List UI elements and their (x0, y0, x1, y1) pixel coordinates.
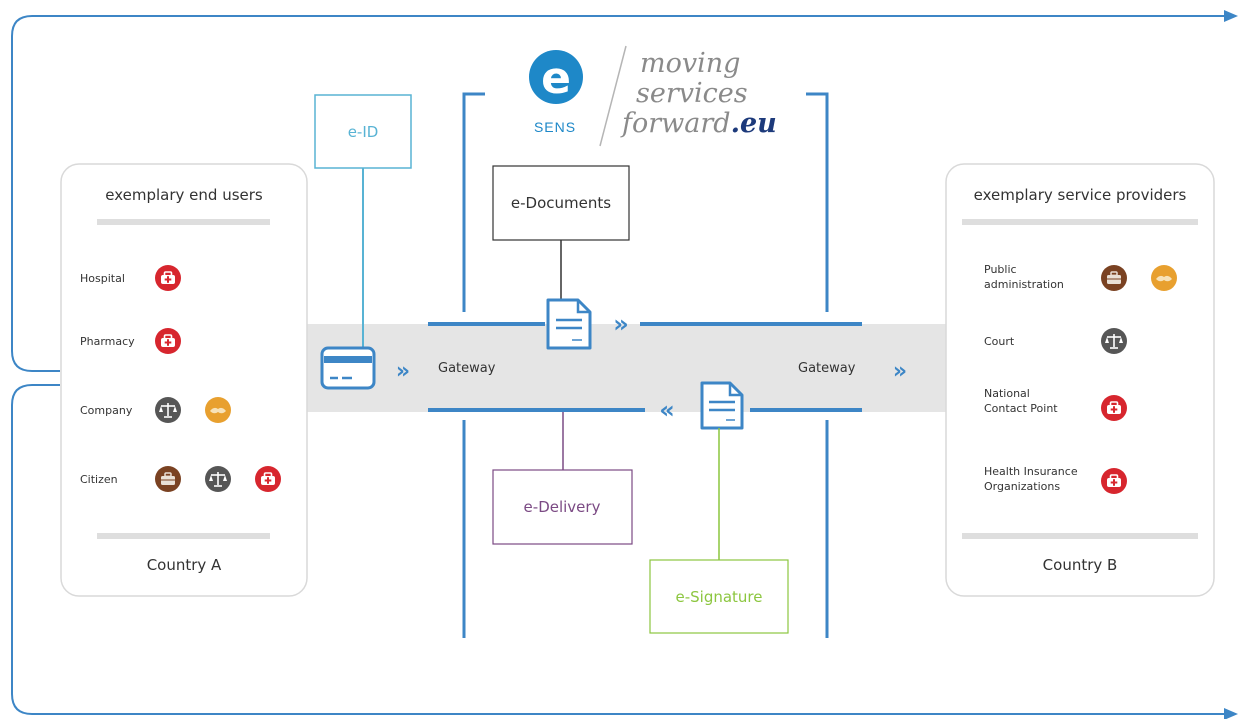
edocuments-box (492, 165, 630, 241)
service-providers-country: Country B (1043, 556, 1118, 574)
bottom-flow-line (11, 384, 1226, 715)
tagline-forward: forward (620, 108, 731, 139)
end-users-panel: exemplary end users Hospital Pharmacy Co… (60, 163, 308, 597)
health-icon (254, 465, 282, 493)
justice-scale-icon (1100, 327, 1128, 355)
service-providers-title: exemplary service providers (974, 186, 1187, 204)
tagline-eu: .eu (731, 108, 777, 139)
end-user-label: Hospital (80, 272, 125, 285)
esignature-box (649, 559, 789, 634)
gateway-right-label: Gateway (798, 361, 856, 376)
left-bracket-top (462, 92, 485, 312)
end-user-label: Company (80, 404, 133, 417)
service-provider-label: administration (984, 278, 1064, 291)
gateway-left-label: Gateway (438, 361, 496, 376)
end-users-country: Country A (147, 556, 222, 574)
edocuments-label: e-Documents (511, 194, 611, 212)
service-providers-panel: exemplary service providers Public admin… (945, 163, 1215, 597)
service-provider-label: Health Insurance (984, 465, 1078, 478)
health-icon (154, 264, 182, 292)
chevron-right-icon-3: » (613, 310, 629, 338)
health-icon (1100, 467, 1128, 495)
justice-scale-icon (204, 465, 232, 493)
logo-brand: SENS (534, 119, 576, 135)
health-icon (154, 327, 182, 355)
bottom-flow-arrowhead (1224, 708, 1238, 719)
service-provider-label: Public (984, 263, 1017, 276)
top-flow-arrowhead (1224, 10, 1238, 22)
service-provider-label: National (984, 387, 1030, 400)
health-icon (1100, 394, 1128, 422)
document-icon-inbound (700, 381, 744, 430)
eid-label: e-ID (348, 123, 379, 141)
edelivery-label: e-Delivery (524, 498, 601, 516)
logo-mark (529, 50, 583, 104)
chevron-right-icon-2: » (893, 359, 907, 384)
end-user-label: Citizen (80, 473, 118, 486)
logo-divider (599, 45, 627, 147)
service-providers-card (945, 163, 1215, 597)
gateway-band (300, 324, 976, 412)
end-users-title: exemplary end users (105, 186, 263, 204)
chevron-left-icon: « (659, 396, 675, 424)
esens-logo: e SENS moving services forward.eu (529, 45, 777, 147)
top-flow-line (11, 15, 1226, 372)
justice-scale-icon (154, 396, 182, 424)
tagline-line-3: forward.eu (620, 108, 777, 139)
document-icon-outbound (546, 298, 592, 350)
logo-mark-letter: e (541, 53, 571, 104)
tagline-line-1: moving (640, 48, 740, 79)
briefcase-icon (1100, 264, 1128, 292)
tagline-line-2: services (636, 78, 748, 109)
briefcase-icon (154, 465, 182, 493)
handshake-icon (1151, 265, 1177, 291)
id-card-icon (320, 346, 376, 390)
service-provider-label: Contact Point (984, 402, 1058, 415)
service-provider-label: Organizations (984, 480, 1060, 493)
eid-box (314, 94, 412, 169)
end-users-card (60, 163, 308, 597)
esignature-label: e-Signature (675, 588, 762, 606)
handshake-icon (205, 397, 231, 423)
end-user-label: Pharmacy (80, 335, 135, 348)
edelivery-box (492, 469, 633, 545)
right-bracket-top (806, 92, 829, 312)
chevron-right-icon-1: » (396, 359, 410, 384)
service-provider-label: Court (984, 335, 1015, 348)
